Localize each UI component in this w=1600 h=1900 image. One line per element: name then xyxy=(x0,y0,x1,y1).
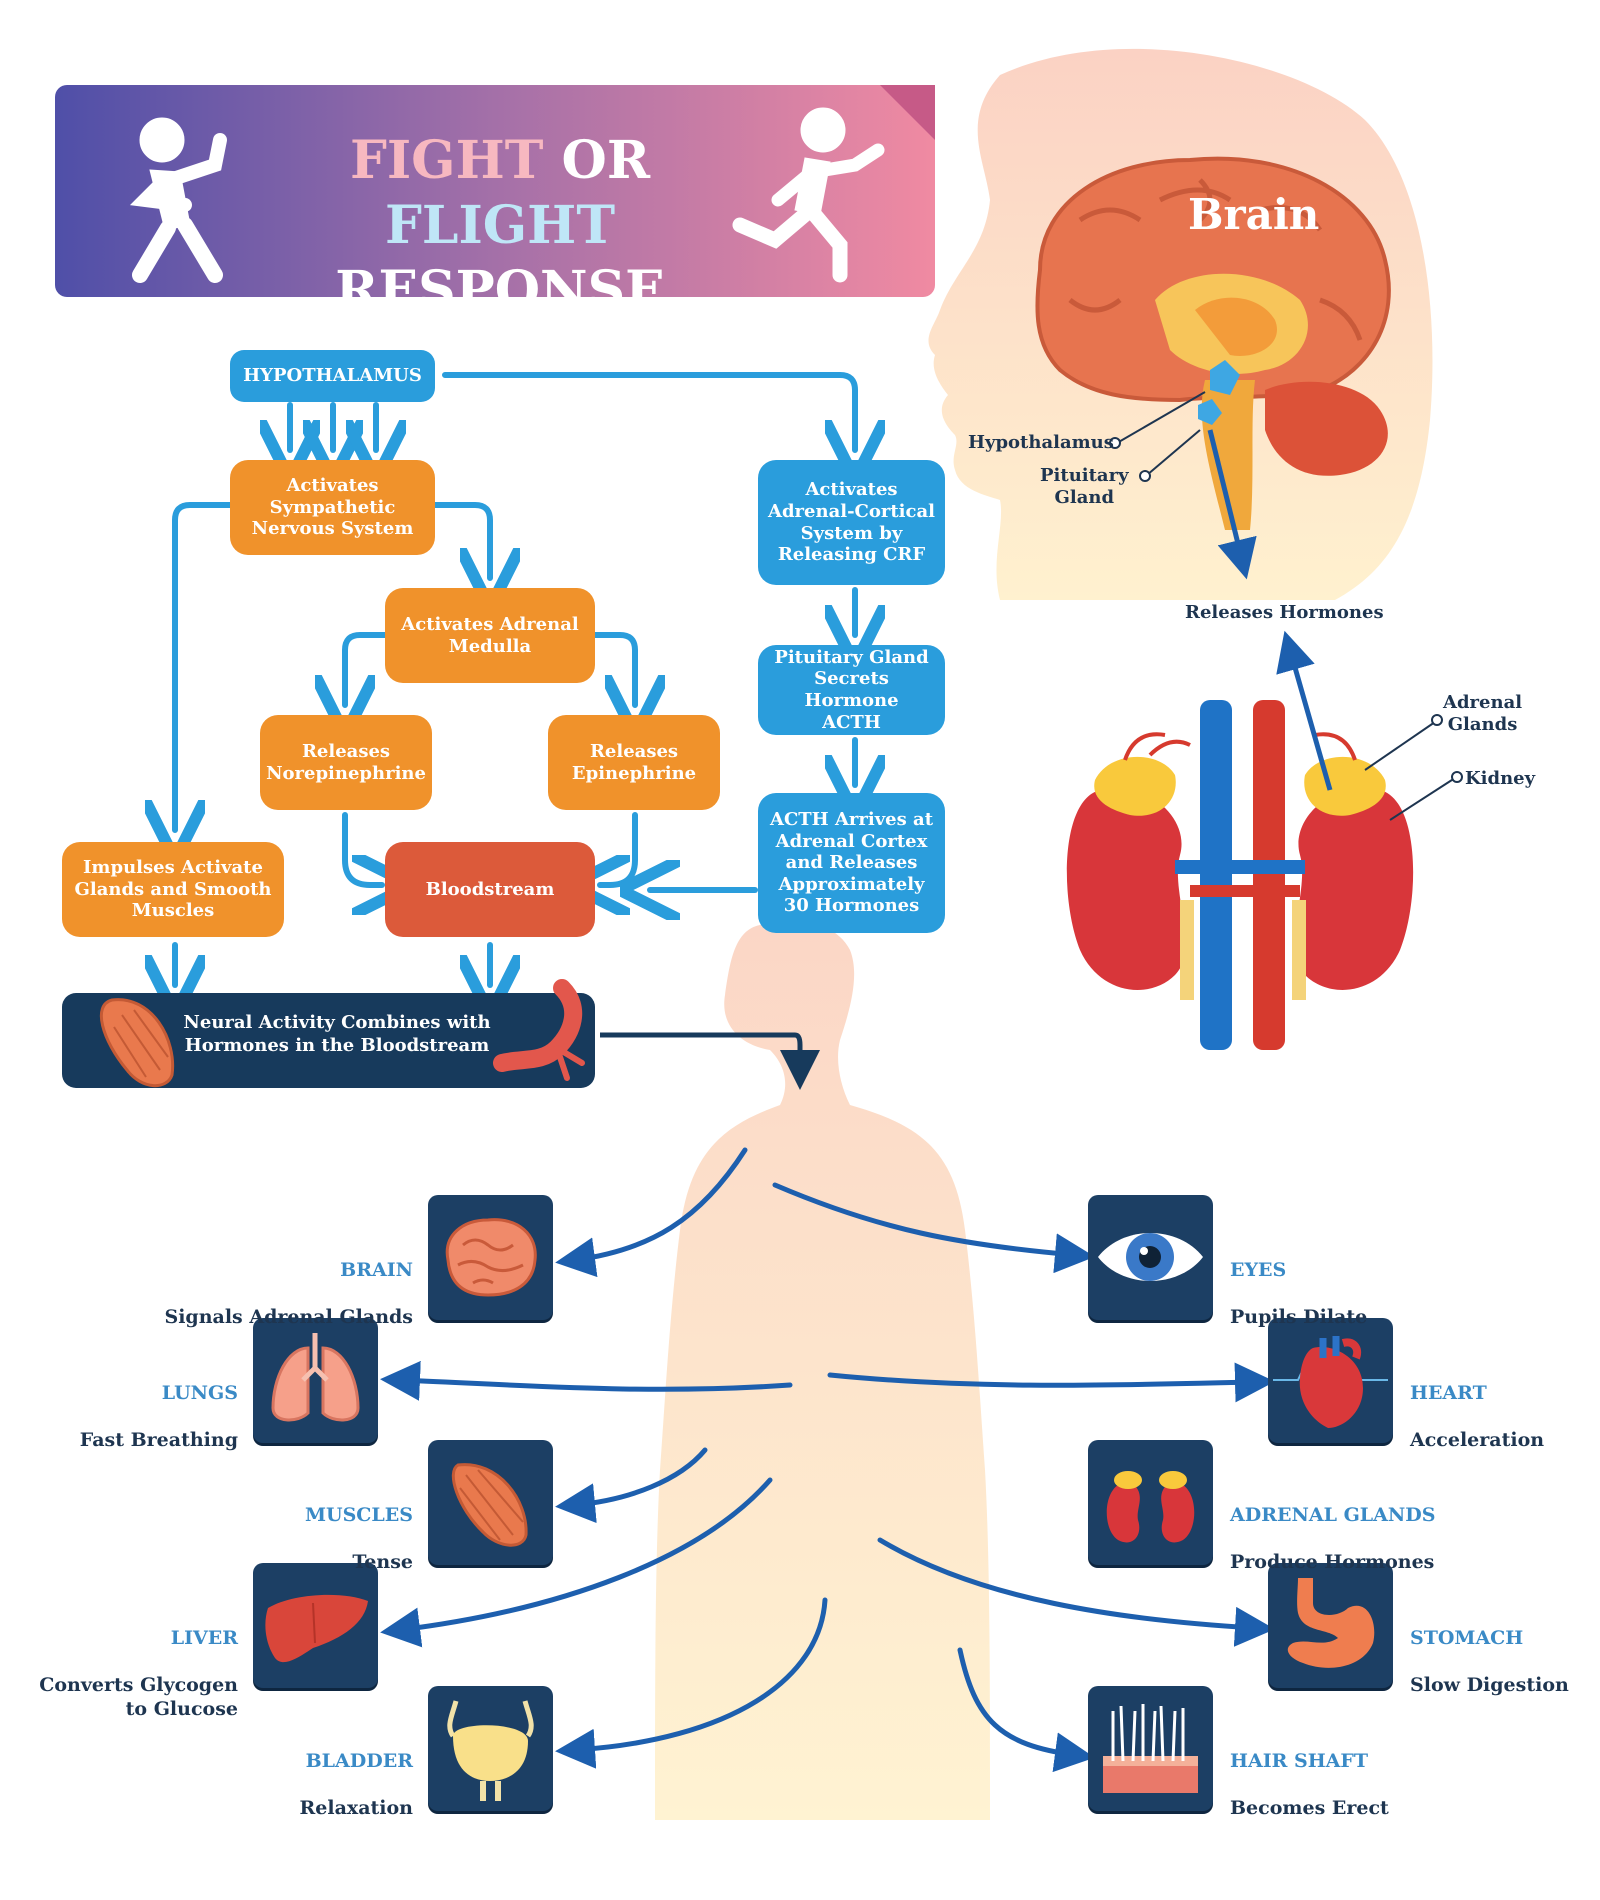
neural-activity-banner: Neural Activity Combines with Hormones i… xyxy=(62,979,595,1088)
brain-illustration xyxy=(1035,156,1391,530)
brain-organ-label: BRAIN Signals Adrenal Glands xyxy=(164,1235,413,1330)
adrenal-to-brain-arrow xyxy=(1276,630,1333,791)
epinephrine-box: Releases Epinephrine xyxy=(548,715,720,810)
title-flight: FLIGHT xyxy=(384,195,616,256)
heart-organ-desc: Acceleration xyxy=(1410,1429,1545,1452)
brain-organ-desc: Signals Adrenal Glands xyxy=(164,1306,413,1329)
bloodstream-box: Bloodstream xyxy=(385,842,595,937)
lungs-organ-name: LUNGS xyxy=(161,1381,238,1404)
fighter-figure-icon xyxy=(129,117,227,283)
eyes-organ-desc: Pupils Dilate xyxy=(1230,1306,1368,1329)
liver-icon xyxy=(265,1594,368,1663)
stomach-organ-desc: Slow Digestion xyxy=(1410,1674,1569,1697)
norepinephrine-box: Releases Norepinephrine xyxy=(260,715,432,810)
heart-organ-box xyxy=(1268,1318,1393,1443)
hair-organ-box xyxy=(1088,1686,1213,1811)
kidney-annotation: Kidney xyxy=(1465,768,1536,789)
heart-organ-label: HEART Acceleration xyxy=(1410,1358,1544,1453)
adrenal-glands-icon xyxy=(1106,1471,1195,1543)
lungs-organ-label: LUNGS Fast Breathing xyxy=(80,1358,238,1453)
bladder-organ-label: BLADDER Relaxation xyxy=(299,1726,413,1821)
liver-organ-label: LIVER Converts Glycogen to Glucose xyxy=(39,1603,238,1722)
stomach-icon xyxy=(1287,1578,1375,1668)
muscle-icon xyxy=(451,1463,528,1547)
liver-organ-box xyxy=(253,1563,378,1688)
hair-shaft-icon xyxy=(1103,1704,1198,1793)
muscles-organ-desc: Tense xyxy=(352,1551,413,1574)
adrenal-medulla-box: Activates Adrenal Medulla xyxy=(385,588,595,683)
muscles-organ-label: MUSCLES Tense xyxy=(305,1480,413,1575)
adrenal-organ-name: ADRENAL GLANDS xyxy=(1230,1503,1436,1526)
title-banner xyxy=(55,85,935,297)
brain-label: Brain xyxy=(1188,190,1320,239)
runner-figure-icon xyxy=(732,107,885,283)
muscles-organ-box xyxy=(428,1440,553,1565)
hair-organ-desc: Becomes Erect xyxy=(1230,1797,1389,1820)
pituitary-acth-box: Pituitary Gland Secrets Hormone ACTH xyxy=(758,645,945,735)
eye-icon xyxy=(1098,1233,1203,1281)
kidney-annotation-lines xyxy=(1364,714,1463,821)
title-response: RESPONSE xyxy=(335,260,665,321)
title-or: OR xyxy=(561,130,651,191)
brain-organ-box xyxy=(428,1195,553,1320)
title-fight: FIGHT xyxy=(349,130,544,191)
lungs-organ-desc: Fast Breathing xyxy=(79,1429,238,1452)
heart-organ-name: HEART xyxy=(1410,1381,1487,1404)
muscle-fiber-icon xyxy=(99,998,175,1088)
bladder-icon xyxy=(447,1700,534,1801)
adrenal-organ-desc: Produce Hormones xyxy=(1230,1551,1435,1574)
liver-organ-name: LIVER xyxy=(170,1626,238,1649)
stomach-organ-box xyxy=(1268,1563,1393,1688)
bladder-organ-desc: Relaxation xyxy=(299,1797,413,1820)
eyes-organ-box xyxy=(1088,1195,1213,1320)
releases-hormones-arrow xyxy=(1207,429,1257,580)
hypothalamus-annotation: Hypothalamus xyxy=(968,432,1114,453)
hair-organ-label: HAIR SHAFT Becomes Erect xyxy=(1230,1726,1389,1821)
releases-hormones-annotation: Releases Hormones xyxy=(1185,602,1384,623)
neural-activity-text: Neural Activity Combines with Hormones i… xyxy=(183,1012,491,1057)
liver-organ-desc: Converts Glycogen to Glucose xyxy=(39,1674,238,1720)
stomach-organ-label: STOMACH Slow Digestion xyxy=(1410,1603,1569,1698)
impulses-box: Impulses Activate Glands and Smooth Musc… xyxy=(62,842,284,937)
eyes-organ-name: EYES xyxy=(1230,1258,1287,1281)
page-title: FIGHT OR FLIGHT RESPONSE xyxy=(240,128,760,323)
brain-annotation-lines xyxy=(1109,391,1206,482)
acth-arrives-box: ACTH Arrives at Adrenal Cortex and Relea… xyxy=(758,793,945,933)
body-silhouette xyxy=(655,920,990,1820)
bladder-organ-name: BLADDER xyxy=(305,1749,413,1772)
flow-connectors xyxy=(175,372,855,985)
organ-arrows xyxy=(380,1147,1275,1773)
neural-to-body-arrow xyxy=(600,1032,820,1090)
adrenal-organ-label: ADRENAL GLANDS Produce Hormones xyxy=(1230,1480,1435,1575)
adrenal-organ-box xyxy=(1088,1440,1213,1565)
heart-icon xyxy=(1273,1336,1388,1428)
sympathetic-box: Activates Sympathetic Nervous System xyxy=(230,460,435,555)
adrenal-cortical-box: Activates Adrenal-Cortical System by Rel… xyxy=(758,460,945,585)
blood-vessel-icon xyxy=(493,979,585,1081)
kidneys-illustration xyxy=(1066,700,1414,1050)
bladder-organ-box xyxy=(428,1686,553,1811)
lungs-organ-box xyxy=(253,1318,378,1443)
hair-organ-name: HAIR SHAFT xyxy=(1230,1749,1369,1772)
lungs-icon xyxy=(271,1333,360,1422)
brain-organ-name: BRAIN xyxy=(340,1258,413,1281)
pituitary-annotation: Pituitary Gland xyxy=(1040,465,1129,508)
muscles-organ-name: MUSCLES xyxy=(304,1503,413,1526)
hypothalamus-box: HYPOTHALAMUS xyxy=(230,350,435,402)
adrenal-glands-annotation: Adrenal Glands xyxy=(1443,692,1523,735)
eyes-organ-label: EYES Pupils Dilate xyxy=(1230,1235,1367,1330)
stomach-organ-name: STOMACH xyxy=(1410,1626,1524,1649)
brain-icon xyxy=(445,1218,537,1297)
